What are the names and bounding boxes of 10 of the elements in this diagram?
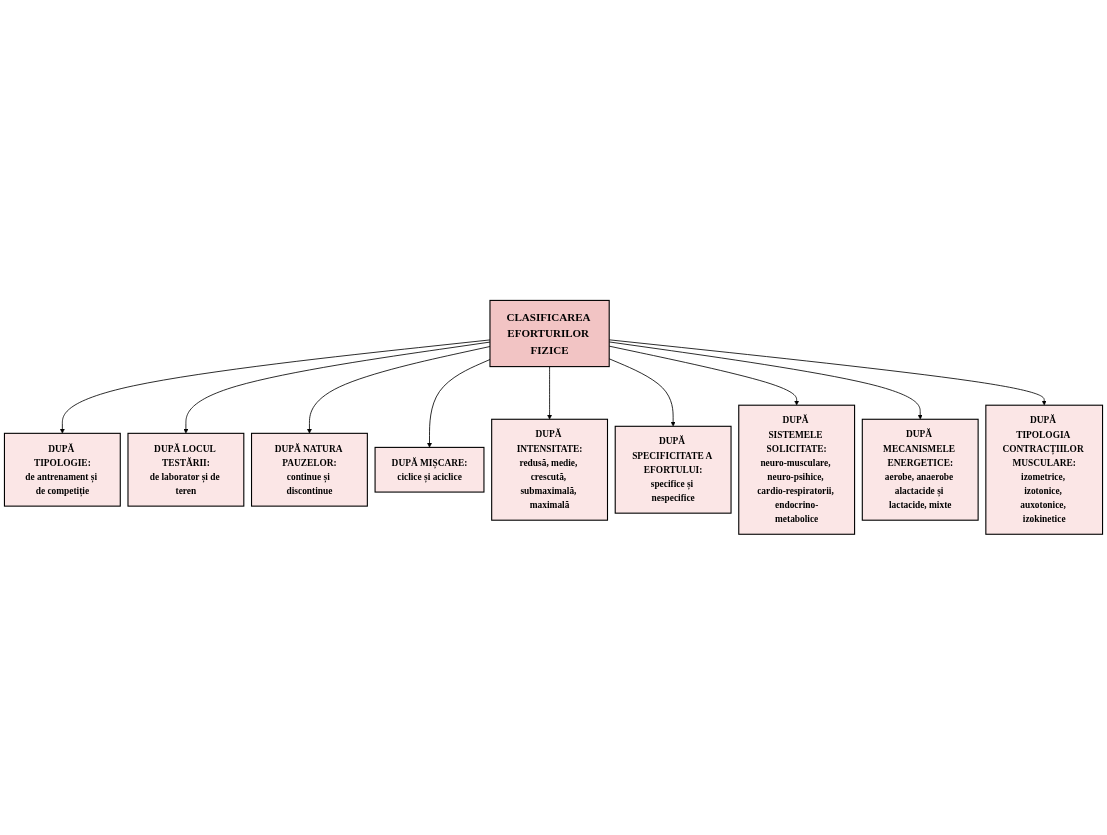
node-box: DUPĂ MECANISMELE ENERGETICE: aerobe, anaerobe alactacide și lactacide, mixte [861, 418, 979, 521]
node-box: CLASIFICAREA EFORTURILOR FIZICE [489, 300, 610, 368]
node-box: DUPĂ INTENSITATE: redusă, medie, crescută, submaximală, maximală [491, 418, 609, 521]
node-box: DUPĂ LOCUL TESTĂRII: de laborator și de teren [127, 432, 245, 507]
node-box: DUPĂ SPECIFICITATE A EFORTULUI: specifice și nespecifice [614, 425, 732, 514]
node-box: DUPĂ SISTEMELE SOLICITATE: neuro-musculare, neuro-psihice, cardio-respiratorii, endocrino-metabolice [738, 404, 856, 535]
node-box: DUPĂ TIPOLOGIA CONTRACȚIILOR MUSCULARE: izometrice, izotonice, auxotonice, izokinetice [985, 404, 1104, 535]
node-box: DUPĂ TIPOLOGIE: de antrenament și de competiție [3, 432, 121, 507]
node-box: DUPĂ NATURA PAUZELOR: continue și discontinue [251, 432, 368, 507]
node-box: DUPĂ MIȘCARE: ciclice și aciclice [374, 447, 485, 493]
